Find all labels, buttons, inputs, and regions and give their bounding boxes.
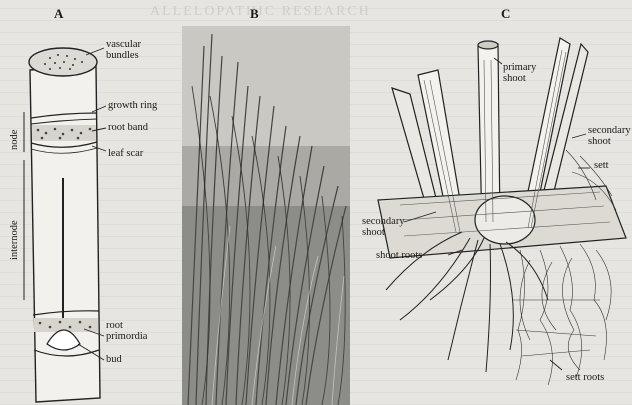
label-node: node [9,130,20,150]
label-leaf-scar: leaf scar [108,148,143,159]
label-growth-ring: growth ring [108,100,157,111]
label-internode: internode [9,220,20,260]
label-root-band: root band [108,122,148,133]
label-bud: bud [106,354,122,365]
label-vascular-bundles: vascular bundles [106,39,141,61]
label-sett: sett [594,160,609,171]
grass-photo-drawing [182,26,350,405]
label-primary-shoot: primary shoot [503,62,536,84]
panel-b-grass-photo [182,26,350,405]
label-shoot-roots: shoot roots [376,250,422,261]
label-sett-roots: sett roots [566,372,604,383]
label-root-primordia: root primordia [106,320,147,342]
label-secondary-shoot-right: secondary shoot [588,125,631,147]
label-secondary-shoot-left: secondary shoot [362,216,405,238]
